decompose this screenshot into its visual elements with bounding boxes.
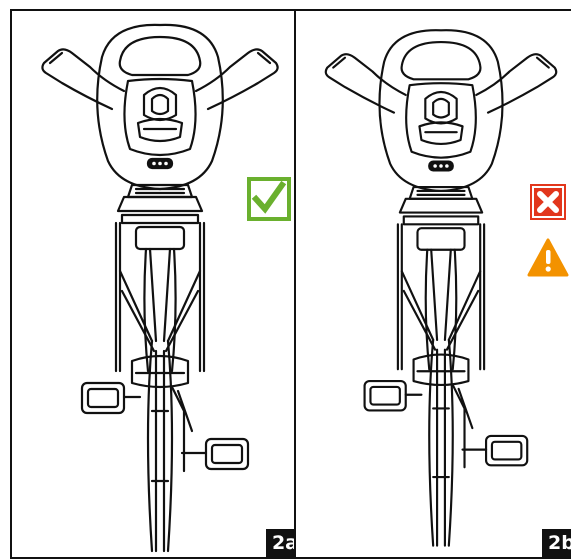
check-icon xyxy=(247,177,291,221)
cross-icon xyxy=(530,184,566,220)
panel-label: 2b xyxy=(542,529,571,557)
panel-2b: 2b xyxy=(294,9,571,559)
panel-2a: 2a xyxy=(10,9,306,559)
bicycle-with-child-seat-illustration xyxy=(41,23,279,553)
bicycle-with-child-seat-illustration xyxy=(324,29,558,547)
warning-icon xyxy=(527,238,569,277)
